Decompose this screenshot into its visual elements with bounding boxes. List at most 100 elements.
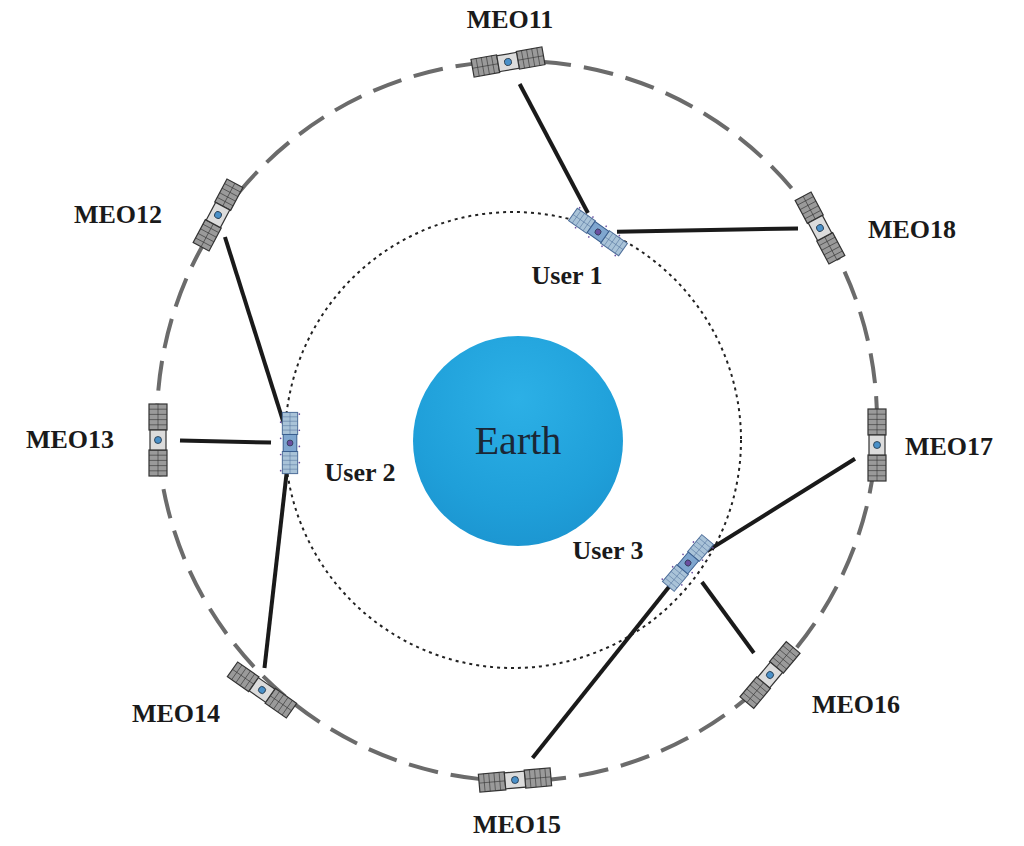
speckle (618, 234, 620, 236)
satellite-icon (579, 213, 617, 251)
solar-panel (149, 450, 167, 476)
antenna (594, 228, 602, 236)
satellite-icon (136, 418, 180, 462)
satellite-body (677, 552, 698, 574)
link-line (225, 237, 284, 424)
satellite-body (283, 435, 297, 452)
antenna (155, 437, 162, 444)
link-line (180, 441, 271, 443)
antenna (257, 685, 267, 695)
speckle (299, 446, 301, 448)
panel-grid (518, 56, 544, 61)
panel-grid (290, 412, 291, 434)
antenna (874, 442, 881, 449)
panel-grid (290, 452, 291, 474)
speckle (592, 216, 594, 218)
satellite-body (249, 678, 275, 703)
speckle (280, 437, 282, 439)
solar-panel (149, 404, 167, 430)
satellite-body (206, 202, 230, 227)
antenna (287, 440, 293, 446)
panel-grid (693, 540, 707, 557)
satellite-body (497, 52, 519, 71)
panel-grid (158, 450, 159, 476)
panel-grid (525, 777, 551, 779)
link-line (520, 84, 588, 213)
panel-grid (668, 570, 682, 587)
satellite-label: MEO16 (812, 690, 900, 720)
satellite-label: MEO15 (473, 810, 561, 840)
speckle (299, 413, 301, 415)
satellite-label: MEO14 (132, 699, 220, 729)
speckle (614, 254, 616, 256)
meo-satellite: MEO14 (240, 668, 284, 712)
satellite-label: MEO17 (905, 432, 993, 462)
panel-grid (747, 683, 764, 703)
meo-orbit (157, 61, 877, 781)
link-line (617, 228, 798, 231)
satellite-label: User 2 (324, 458, 395, 488)
panel-grid (825, 237, 837, 260)
panel-grid (270, 696, 291, 711)
meo-satellite: MEO17 (855, 423, 899, 467)
solar-panel (516, 47, 545, 69)
panel-grid (605, 237, 623, 250)
speckle (280, 470, 282, 472)
antenna (765, 670, 775, 680)
meo-satellite: MEO12 (196, 193, 240, 237)
earth-node: Earth (413, 336, 623, 546)
speckle (280, 454, 282, 456)
solar-panel (471, 55, 500, 77)
antenna (511, 776, 519, 784)
satellite-label: User 1 (532, 261, 603, 291)
meo-satellite: MEO11 (486, 40, 530, 84)
panel-grid (573, 214, 591, 227)
panel-grid (877, 409, 878, 435)
satellite-icon (486, 40, 530, 84)
user-satellite: User 3 (669, 544, 707, 582)
planet-label: Earth (475, 418, 562, 464)
satellite-body (150, 430, 166, 450)
speckle (682, 553, 684, 555)
solar-panel (282, 452, 297, 474)
speckle (681, 584, 683, 586)
link-line (264, 462, 287, 668)
speckle (280, 421, 282, 423)
satellite-icon (855, 423, 899, 467)
satellite-icon (669, 544, 707, 582)
satellite-body (504, 771, 525, 789)
antenna (213, 210, 222, 219)
speckle (299, 462, 301, 464)
antenna (684, 559, 692, 567)
satellite-label: MEO13 (26, 425, 114, 455)
panel-grid (473, 64, 499, 69)
solar-panel (282, 412, 297, 434)
panel-grid (877, 455, 878, 481)
speckle (712, 547, 714, 549)
satellite-body (587, 222, 609, 243)
speckle (574, 227, 576, 229)
link-line (702, 582, 754, 653)
speckle (671, 566, 673, 568)
satellite-icon (240, 668, 284, 712)
solar-panel (868, 409, 886, 435)
user-orbit (285, 212, 741, 668)
user-satellite: User 1 (579, 213, 617, 251)
satellite-label: MEO12 (74, 200, 162, 230)
satellite-icon (493, 758, 537, 802)
panel-grid (201, 224, 213, 247)
speckle (661, 578, 663, 580)
user-satellite: User 2 (271, 424, 309, 462)
panel-grid (479, 781, 505, 783)
speckle (601, 245, 603, 247)
antenna (504, 58, 512, 66)
satellite-icon (748, 653, 792, 697)
satellite-icon (196, 193, 240, 237)
satellite-label: MEO11 (467, 5, 554, 35)
satellite-body (808, 215, 832, 240)
panel-grid (776, 647, 793, 667)
solar-panel (478, 772, 505, 792)
speckle (691, 571, 693, 573)
